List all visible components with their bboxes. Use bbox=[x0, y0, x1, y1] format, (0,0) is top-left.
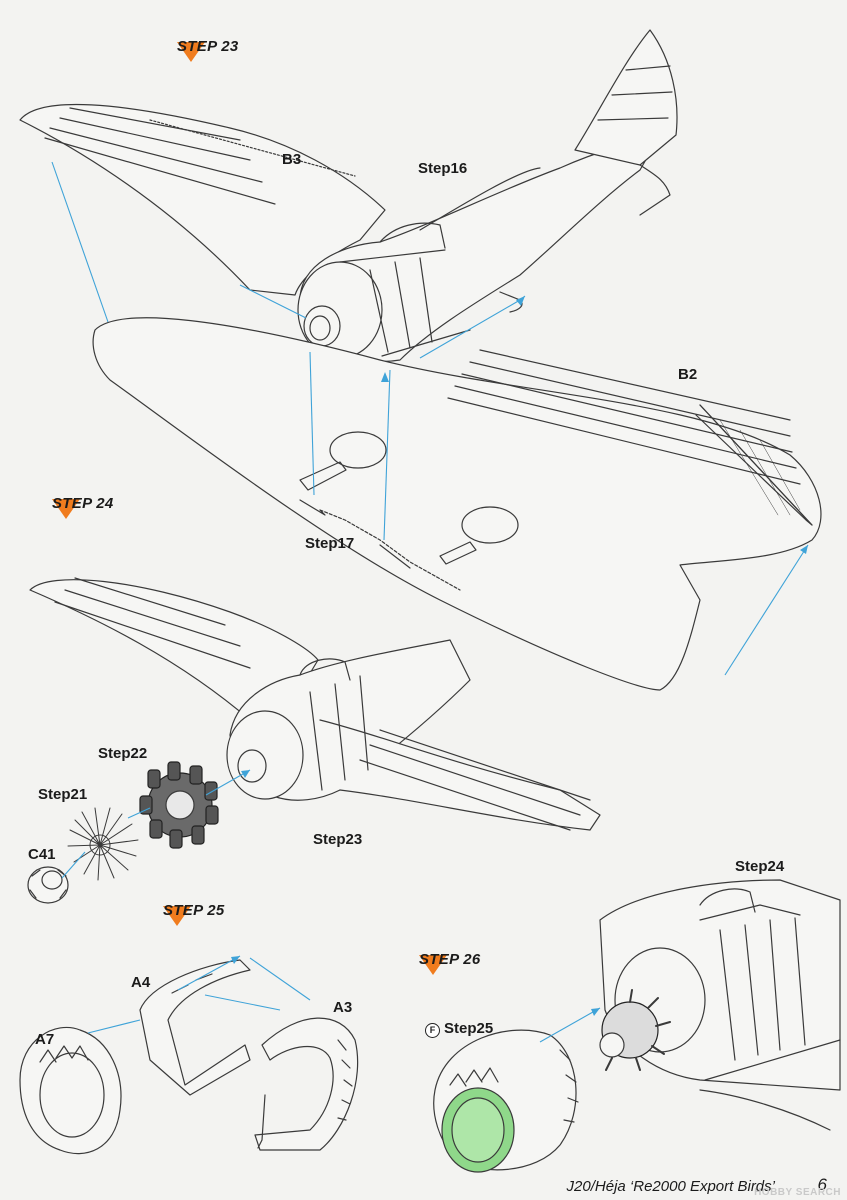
arrow-heads bbox=[231, 296, 808, 1016]
step25-drawing bbox=[19, 959, 359, 1155]
callout-step22: Step22 bbox=[98, 745, 148, 762]
step-flag-icon bbox=[163, 906, 191, 926]
callout-step17: Step17 bbox=[305, 535, 355, 552]
callout-step25: Step25 bbox=[444, 1020, 494, 1037]
footer-kit-title: J20/Héja ‘Re2000 Export Birds’ bbox=[566, 1178, 775, 1195]
watermark: HOBBY SEARCH bbox=[754, 1187, 841, 1198]
part-label-a3: A3 bbox=[333, 999, 353, 1016]
step23-fuselage-drawing bbox=[19, 29, 678, 363]
callout-step21: Step21 bbox=[38, 786, 88, 803]
pushrods-drawing bbox=[67, 807, 139, 881]
part-label-b2: B2 bbox=[678, 366, 698, 383]
step-flag-icon bbox=[419, 955, 447, 975]
step-23-label: STEP 23 bbox=[177, 38, 239, 55]
radial-engine-drawing bbox=[139, 761, 219, 849]
c41-part-drawing bbox=[27, 866, 69, 904]
step-24-label: STEP 24 bbox=[52, 495, 114, 512]
callout-step23: Step23 bbox=[313, 831, 363, 848]
callout-step24: Step24 bbox=[735, 858, 785, 875]
step26-drawing bbox=[433, 879, 841, 1173]
part-label-a4: A4 bbox=[131, 974, 151, 991]
step23-lower-wing-drawing bbox=[92, 317, 822, 691]
part-label-b3: B3 bbox=[282, 151, 302, 168]
step-flag-icon bbox=[52, 499, 80, 519]
part-label-a7: A7 bbox=[35, 1031, 55, 1048]
part-label-c41: C41 bbox=[28, 846, 56, 863]
paint-code-f-badge: F bbox=[425, 1023, 440, 1038]
callout-step16: Step16 bbox=[418, 160, 468, 177]
step-flag-icon bbox=[177, 42, 205, 62]
step-25-label: STEP 25 bbox=[163, 902, 225, 919]
step-26-label: STEP 26 bbox=[419, 951, 481, 968]
step24-drawing bbox=[29, 577, 601, 831]
footer-page-number: 6 bbox=[817, 1175, 827, 1194]
